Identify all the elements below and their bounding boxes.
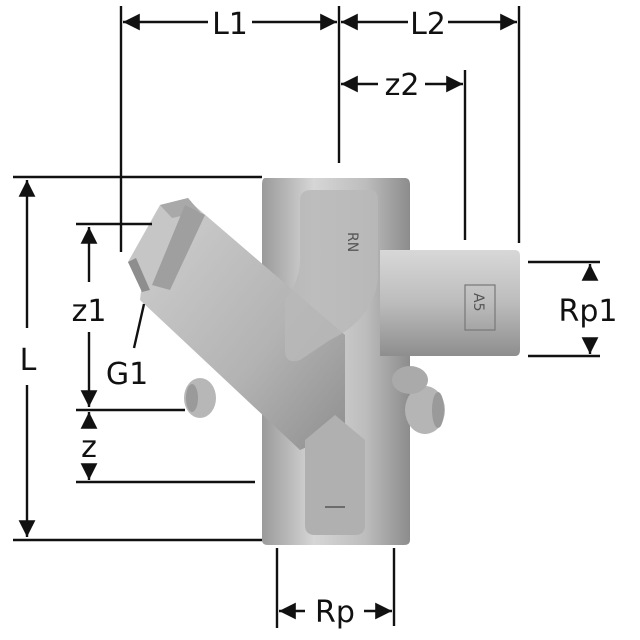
label-z2: z2 <box>385 68 420 103</box>
label-z1: z1 <box>72 294 107 329</box>
body-mark-a5: A5 <box>470 293 486 311</box>
label-L2: L2 <box>410 7 446 42</box>
label-Rp1: Rp1 <box>559 294 618 329</box>
label-G1: G1 <box>106 357 148 392</box>
dimension-lines <box>13 6 600 628</box>
fitting-body: RN A5 <box>128 178 520 545</box>
label-L1: L1 <box>212 7 248 42</box>
label-L: L <box>20 343 37 378</box>
label-z: z <box>81 430 97 465</box>
body-mark-rn: RN <box>344 232 360 252</box>
a5-mark-box <box>464 284 496 331</box>
plug-cap <box>128 198 205 292</box>
label-Rp: Rp <box>315 595 355 630</box>
